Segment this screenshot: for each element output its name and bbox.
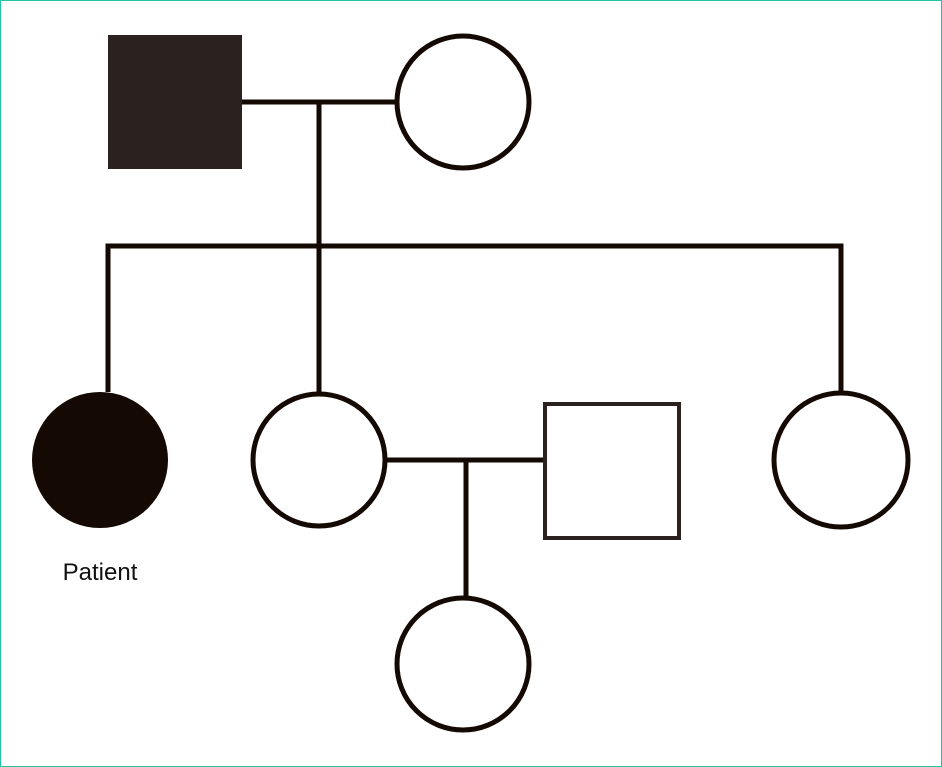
mother-unaffected-female — [394, 33, 532, 171]
sister-1-unaffected-female — [250, 391, 388, 529]
niece-unaffected-female — [394, 595, 532, 733]
sister-2-unaffected-female — [771, 390, 911, 530]
sister-1-husband-unaffected-male — [543, 402, 681, 540]
father-affected-male — [108, 35, 242, 169]
sibship-line — [105, 243, 844, 392]
patient-label: Patient — [63, 559, 138, 586]
patient-affected-female — [32, 392, 168, 528]
